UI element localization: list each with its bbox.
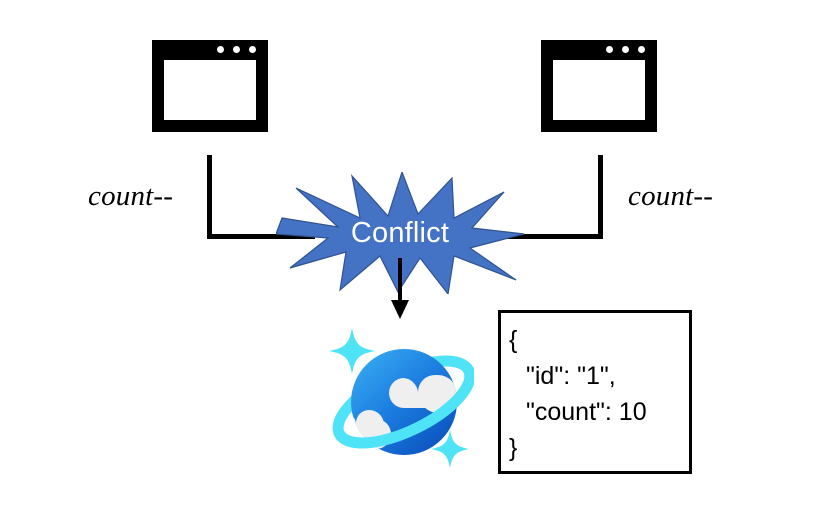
arrow-conflict-to-database [385, 258, 415, 320]
client-window-left [152, 40, 268, 132]
window-dot-icon [249, 46, 256, 53]
client-window-right [541, 40, 657, 132]
window-dot-icon [638, 46, 645, 53]
window-content-pane-left [164, 60, 256, 120]
window-dot-icon [606, 46, 613, 53]
window-titlebar-dots-right [606, 46, 645, 53]
connector-right-vertical [598, 155, 603, 239]
json-line-id: "id": "1", [526, 362, 616, 390]
window-dot-icon [217, 46, 224, 53]
json-line-open: { [509, 326, 518, 354]
window-dot-icon [233, 46, 240, 53]
window-titlebar-dots-left [217, 46, 256, 53]
cosmos-db-planet-icon [322, 322, 474, 470]
window-content-pane-right [553, 60, 645, 120]
sparkle-icon [329, 328, 375, 374]
sparkle-icon [431, 430, 469, 468]
connector-right-horizontal [487, 234, 603, 239]
json-line-count: "count": 10 [526, 398, 647, 426]
connector-left-vertical [207, 155, 212, 239]
connector-left-horizontal [207, 234, 315, 239]
operation-label-right: count-- [628, 180, 714, 212]
operation-label-left: count-- [88, 180, 174, 212]
window-dot-icon [622, 46, 629, 53]
document-json-box: { "id": "1", "count": 10 } [498, 310, 692, 474]
json-line-close: } [509, 434, 518, 462]
